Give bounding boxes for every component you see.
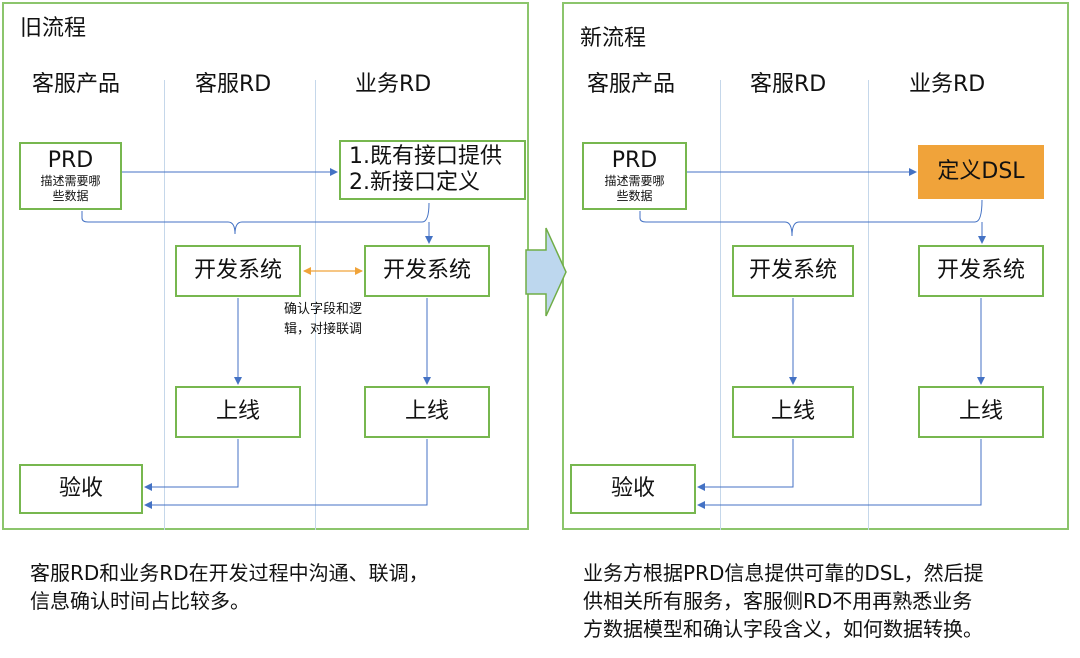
new-caption-line2: 供相关所有服务，客服侧RD不用再熟悉业务: [583, 589, 973, 613]
old-interface-box: 1.既有接口提供 2.新接口定义: [339, 140, 526, 200]
old-online-biz-box: 上线: [364, 386, 490, 438]
new-arrow-onlinecs-to-accept: [697, 439, 794, 491]
new-lane-divider-2: [868, 80, 869, 530]
old-process-title: 旧流程: [20, 16, 87, 41]
old-caption-line1: 客服RD和业务RD在开发过程中沟通、联调，: [30, 561, 429, 585]
old-lane-divider-1: [164, 80, 165, 530]
old-col-cs-product: 客服产品: [32, 72, 121, 97]
new-caption-line1: 业务方根据PRD信息提供可靠的DSL，然后提: [583, 561, 984, 585]
old-caption-line2: 信息确认时间占比较多。: [30, 589, 250, 613]
new-caption-line3: 方数据模型和确认字段含义，如何数据转换。: [583, 617, 983, 641]
old-confirm-note-line1: 确认字段和逻: [284, 302, 363, 317]
new-online-biz-label: 上线: [958, 399, 1003, 424]
new-arrow-onlinebiz-to-accept: [697, 439, 982, 509]
new-accept-box: 验收: [570, 464, 696, 514]
old-lane-divider-2: [315, 80, 316, 530]
old-dev-biz-label: 开发系统: [382, 258, 471, 283]
new-accept-label: 验收: [610, 476, 655, 501]
new-prd-desc-2: 些数据: [616, 189, 653, 203]
new-online-cs-box: 上线: [732, 386, 854, 438]
new-prd-title: PRD: [611, 148, 658, 173]
old-dev-cs-box: 开发系统: [175, 245, 301, 297]
old-arrow-onlinecs-to-accept: [144, 439, 239, 491]
old-dev-biz-box: 开发系统: [364, 245, 490, 297]
new-lane-divider-1: [720, 80, 721, 530]
new-dev-cs-label: 开发系统: [748, 258, 837, 283]
new-dev-cs-box: 开发系统: [732, 245, 854, 297]
new-prd-desc-1: 描述需要哪: [604, 174, 665, 188]
old-confirm-note-line2: 辑，对接联调: [284, 322, 363, 337]
new-process-title: 新流程: [580, 26, 647, 51]
old-online-cs-box: 上线: [175, 386, 301, 438]
old-col-cs-rd: 客服RD: [195, 72, 272, 97]
new-col-biz-rd: 业务RD: [909, 72, 986, 97]
old-interface-line1: 1.既有接口提供: [349, 144, 502, 169]
new-bracket: [639, 199, 983, 237]
old-bracket: [81, 202, 430, 235]
new-dsl-box: 定义DSL: [918, 145, 1044, 199]
transition-arrow: [525, 227, 567, 317]
new-col-cs-rd: 客服RD: [750, 72, 827, 97]
old-dev-cs-label: 开发系统: [193, 258, 282, 283]
old-online-biz-label: 上线: [404, 399, 449, 424]
new-online-cs-label: 上线: [770, 399, 815, 424]
old-prd-desc-1: 描述需要哪: [40, 174, 101, 188]
new-dev-biz-label: 开发系统: [936, 258, 1025, 283]
old-accept-box: 验收: [19, 464, 143, 514]
old-prd-title: PRD: [47, 148, 94, 173]
old-arrow-onlinebiz-to-accept: [144, 439, 428, 509]
old-prd-box: PRD 描述需要哪 些数据: [19, 142, 122, 210]
new-dsl-label: 定义DSL: [937, 159, 1025, 184]
new-prd-box: PRD 描述需要哪 些数据: [582, 142, 687, 210]
old-online-cs-label: 上线: [215, 399, 260, 424]
old-col-biz-rd: 业务RD: [355, 72, 432, 97]
new-dev-biz-box: 开发系统: [918, 245, 1044, 297]
old-prd-desc-2: 些数据: [52, 189, 89, 203]
old-accept-label: 验收: [58, 476, 103, 501]
new-online-biz-box: 上线: [918, 386, 1044, 438]
old-interface-line2: 2.新接口定义: [349, 170, 480, 195]
new-col-cs-product: 客服产品: [587, 72, 676, 97]
